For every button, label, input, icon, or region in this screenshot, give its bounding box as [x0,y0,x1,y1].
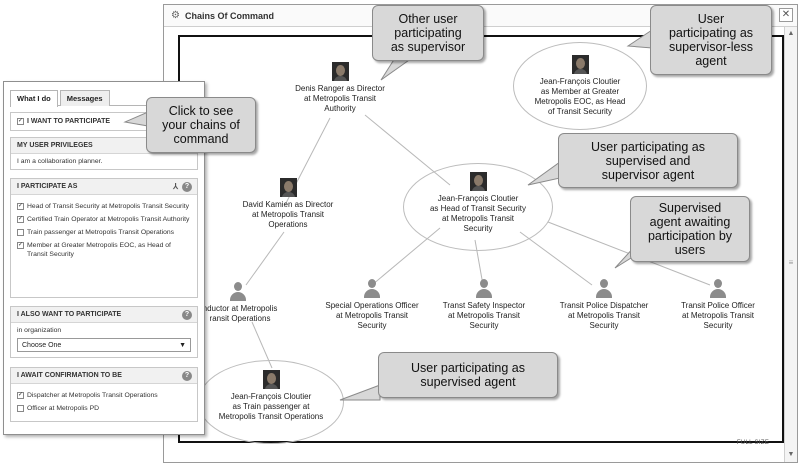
scroll-up-arrow-icon[interactable]: ▲ [787,30,795,37]
close-button[interactable]: ✕ [779,8,793,22]
full-size-link[interactable]: FULL SIZE [736,440,769,446]
participation-label: Train passenger at Metropolis Transit Op… [27,229,175,236]
callout-click-to-see: Click to see your chains of command [146,97,256,153]
participation-row[interactable]: ✓ Head of Transit Security at Metropolis… [17,202,191,211]
node-conductor[interactable]: nductor at Metropolis ransit Operations [200,282,280,324]
await-title: I AWAIT CONFIRMATION TO BE [17,372,122,379]
organization-label: in organization [17,327,62,334]
node-highlight-ellipse [403,163,553,251]
organization-select-value: Choose One [22,342,62,349]
callout-supervised-supervisor: User participating as supervised and sup… [558,133,738,188]
organization-select[interactable]: Choose One ▼ [17,338,191,352]
tab-what-i-do[interactable]: What I do [10,90,58,107]
help-icon[interactable]: ? [182,310,192,320]
help-icon[interactable]: ? [182,182,192,192]
node-jf-cloutier-passenger[interactable]: Jean-François Cloutier as Train passenge… [206,370,336,422]
node-transit-safety-inspector[interactable]: Transt Safety Inspector at Metropolis Tr… [426,279,542,331]
user-photo-icon [331,62,349,81]
await-section: I AWAIT CONFIRMATION TO BE ? ✓ Dispatche… [10,367,198,422]
participation-checkbox[interactable]: ✓ [17,242,24,249]
participation-row[interactable]: ✓ Certified Train Operator at Metropolis… [17,215,191,224]
user-photo-icon [469,172,487,191]
user-placeholder-icon [596,279,612,298]
panel-tabs: What I do Messages [10,90,198,107]
scroll-down-arrow-icon[interactable]: ▼ [787,451,795,458]
tab-messages[interactable]: Messages [59,90,110,106]
callout-awaiting: Supervised agent awaiting participation … [630,196,750,262]
user-placeholder-icon [230,282,246,301]
user-placeholder-icon [710,279,726,298]
participation-checkbox[interactable] [17,229,24,236]
node-jf-cloutier-head[interactable]: Jean-François Cloutier as Head of Transi… [418,172,538,234]
also-want-section: I ALSO WANT TO PARTICIPATE ? in organiza… [10,306,198,358]
privileges-text: I am a collaboration planner. [17,158,103,165]
window-title: Chains Of Command [184,10,274,21]
await-checkbox[interactable]: ✓ [17,392,24,399]
user-placeholder-icon [476,279,492,298]
scroll-grip-icon[interactable]: ≡ [788,258,794,267]
callout-supervised: User participating as supervised agent [378,352,558,398]
node-special-operations-officer[interactable]: Special Operations Officer at Metropolis… [312,279,432,331]
user-placeholder-icon [364,279,380,298]
participate-as-heading: I PARTICIPATE AS ⅄ ? [11,179,197,195]
await-heading: I AWAIT CONFIRMATION TO BE ? [11,368,197,384]
node-transit-police-officer[interactable]: Transit Police Officer at Metropolis Tra… [664,279,772,331]
participate-as-section: I PARTICIPATE AS ⅄ ? ✓ Head of Transit S… [10,178,198,298]
participation-label: Head of Transit Security at Metropolis T… [27,203,190,210]
await-label: Dispatcher at Metropolis Transit Operati… [27,392,158,399]
node-jf-cloutier-eoc[interactable]: Jean-François Cloutier as Member at Grea… [525,55,635,117]
participation-label: Certified Train Operator at Metropolis T… [27,216,190,223]
participate-as-title: I PARTICIPATE AS [17,183,78,190]
participation-row[interactable]: Train passenger at Metropolis Transit Op… [17,228,191,237]
participation-row[interactable]: ✓ Member at Greater Metropolis EOC, as H… [17,241,191,259]
await-label: Officer at Metropolis PD [27,405,100,412]
user-photo-icon [279,178,297,197]
participation-label: Member at Greater Metropolis EOC, as Hea… [27,242,171,258]
callout-other-supervisor: Other user participating as supervisor [372,5,484,61]
await-row[interactable]: Officer at Metropolis PD [17,404,191,413]
also-want-title: I ALSO WANT TO PARTICIPATE [17,311,122,318]
user-photo-icon [262,370,280,389]
participation-checkbox[interactable]: ✓ [17,203,24,210]
vertical-scrollbar[interactable]: ▲ ≡ ▼ [784,27,797,462]
node-david-kamien[interactable]: David Kamien as Director at Metropolis T… [228,178,348,230]
org-chart-icon[interactable]: ⅄ [173,182,178,191]
await-checkbox[interactable] [17,405,24,412]
node-highlight-ellipse [513,42,647,130]
node-transit-police-dispatcher[interactable]: Transit Police Dispatcher at Metropolis … [546,279,662,331]
await-row[interactable]: ✓ Dispatcher at Metropolis Transit Opera… [17,391,191,400]
also-want-heading: I ALSO WANT TO PARTICIPATE ? [11,307,197,323]
callout-supervisor-less: User participating as supervisor-less ag… [650,5,772,75]
participation-checkbox[interactable]: ✓ [17,216,24,223]
help-icon[interactable]: ? [182,371,192,381]
org-chart-icon: ⚙ [171,10,180,21]
participate-checkbox-row[interactable]: ✓ I WANT TO PARTICIPATE [17,117,191,126]
chevron-down-icon: ▼ [179,342,186,349]
participate-checkbox[interactable]: ✓ [17,118,24,125]
participate-label: I WANT TO PARTICIPATE [27,118,111,125]
user-photo-icon [571,55,589,74]
node-denis-ranger[interactable]: Denis Ranger as Director at Metropolis T… [280,62,400,114]
